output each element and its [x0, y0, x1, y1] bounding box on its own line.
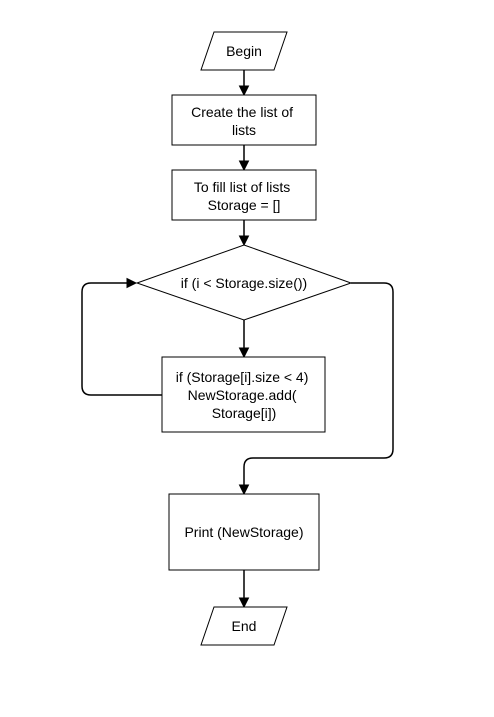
fill-list-node: To fill list of lists Storage = []	[171, 169, 317, 221]
begin-node: Begin	[200, 31, 288, 71]
edge-condition-exit-to-print	[238, 282, 394, 496]
print-text: Print (NewStorage)	[184, 524, 303, 540]
edge-fill-list-to-condition	[238, 220, 250, 247]
add-if-short-node: if (Storage[i].size < 4) NewStorage.add(…	[161, 356, 326, 433]
edge-begin-to-create-list	[238, 70, 250, 97]
begin-text: Begin	[226, 43, 262, 59]
edge-create-list-to-fill-list	[238, 145, 250, 172]
edge-condition-to-loop-body	[238, 320, 250, 359]
end-text: End	[232, 618, 257, 634]
fill-list-text: To fill list of lists Storage = []	[194, 179, 294, 213]
print-node: Print (NewStorage)	[168, 493, 320, 571]
end-node: End	[200, 606, 288, 646]
loop-condition-text: if (i < Storage.size())	[181, 275, 307, 291]
create-list-node: Create the list of lists	[171, 94, 317, 146]
add-if-short-text: if (Storage[i].size < 4) NewStorage.add(…	[176, 369, 313, 421]
edge-loop-body-back-to-condition	[81, 277, 162, 396]
loop-condition-node: if (i < Storage.size())	[135, 244, 353, 321]
create-list-text: Create the list of lists	[191, 104, 297, 138]
edge-print-to-end	[238, 570, 250, 609]
